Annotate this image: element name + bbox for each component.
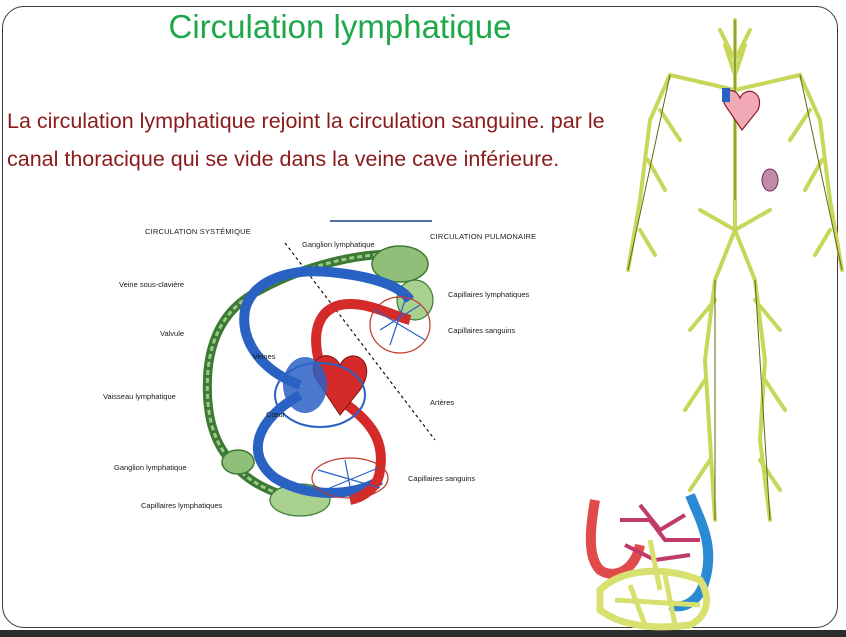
ganglion-bottom: [221, 449, 255, 475]
text-line-2: canal thoracique qui se vide dans la vei…: [7, 147, 560, 171]
inset-artery: [585, 499, 645, 579]
spleen-figure: [761, 168, 779, 192]
dashed-divider: [284, 242, 436, 441]
artery-upper: [311, 299, 412, 367]
label-capillaires-lymph-right: Capillaires lymphatiques: [448, 290, 530, 299]
label-ganglion-top: Ganglion lymphatique: [302, 240, 375, 249]
label-veines: Veines: [253, 352, 276, 361]
slide-body-text: La circulation lymphatique rejoint la ci…: [7, 102, 627, 178]
inset-lymph-capillaries: [596, 567, 711, 631]
heart-right-chambers: [283, 357, 327, 413]
text-line-1: La circulation lymphatique rejoint la ci…: [7, 109, 605, 133]
capillary-mesh-bottom: [317, 459, 381, 498]
vein-lower: [252, 390, 383, 498]
label-valvule: Valvule: [160, 329, 185, 338]
label-capillaires-lymph-bottom: Capillaires lymphatiques: [141, 501, 223, 510]
inset-capillary-mesh: [620, 503, 700, 563]
pericardium-loop: [274, 362, 366, 428]
ganglion-top: [371, 245, 429, 283]
label-veine-sous-claviere: Veine sous-clavière: [119, 280, 185, 289]
bottom-bar: [0, 630, 846, 637]
header-systemic: CIRCULATION SYSTÉMIQUE: [145, 227, 251, 236]
slide-title: Circulation lymphatique: [168, 8, 512, 45]
capillary-bed-bottom: [311, 457, 389, 499]
label-capillaires-sanguins-right: Capillaires sanguins: [448, 326, 516, 335]
label-capillaires-sanguins-bottom: Capillaires sanguins: [408, 474, 476, 483]
capillary-mesh-right: [374, 299, 426, 346]
label-ganglion-bottom: Ganglion lymphatique: [114, 463, 187, 472]
label-arteres: Artères: [430, 398, 455, 407]
label-coeur: Cœur: [266, 410, 286, 419]
vein-upper: [239, 266, 415, 390]
header-pulmonary: CIRCULATION PULMONAIRE: [430, 232, 537, 241]
label-vaisseau-lymphatique: Vaisseau lymphatique: [103, 392, 176, 401]
artery-lower: [337, 395, 386, 505]
vena-cava-figure: [722, 88, 730, 102]
capillary-bed-right: [369, 296, 431, 354]
